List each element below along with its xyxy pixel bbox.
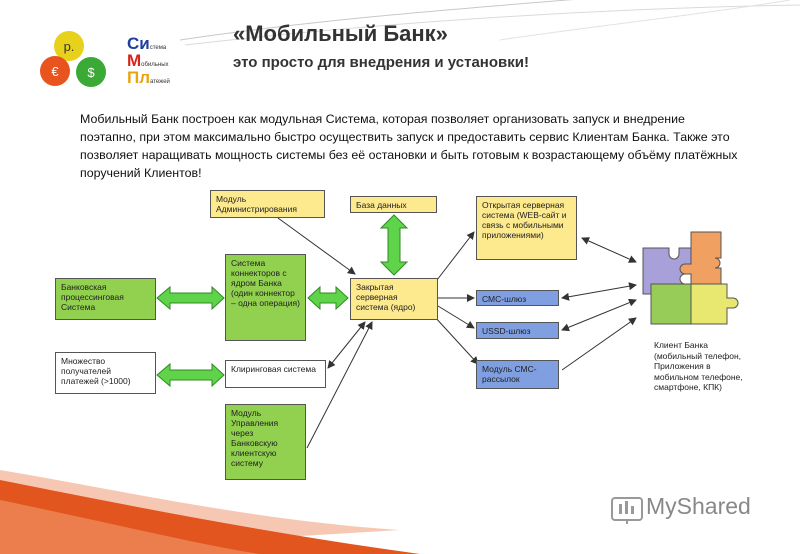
green-arrow-payees-clearing bbox=[156, 362, 225, 388]
brand-big-1: Си bbox=[127, 34, 150, 53]
green-arrow-processing-connectors bbox=[156, 285, 225, 311]
slide-subtitle: это просто для внедрения и установки! bbox=[233, 54, 529, 71]
ruble-symbol: р. bbox=[63, 38, 75, 54]
watermark-text: MyShared bbox=[646, 493, 751, 519]
box-database: База данных bbox=[350, 196, 437, 213]
green-arrow-connectors-core bbox=[307, 285, 349, 311]
box-clearing: Клиринговая система bbox=[225, 360, 326, 388]
slide-title: «Мобильный Банк» bbox=[233, 21, 448, 46]
arrow-open-server-client bbox=[581, 237, 637, 263]
myshared-logo-icon bbox=[611, 497, 643, 524]
arrow-clearing-core bbox=[327, 321, 366, 369]
dollar-symbol: $ bbox=[87, 64, 95, 80]
box-bank-client-module: Модуль Управления через Банковскую клиен… bbox=[225, 404, 306, 480]
bottom-swoosh-mid bbox=[0, 500, 260, 554]
box-connectors: Система коннекторов с ядром Банка (один … bbox=[225, 254, 306, 341]
box-open-server: Открытая серверная система (WEB-сайт и с… bbox=[476, 196, 577, 260]
box-ussd-gateway: USSD-шлюз bbox=[476, 322, 559, 339]
brand-line-1: Система bbox=[127, 35, 166, 53]
green-arrow-db-core bbox=[379, 214, 409, 276]
box-sms-gateway: СМС-шлюз bbox=[476, 290, 559, 306]
box-payees: Множество получателей платежей (>1000) bbox=[55, 352, 156, 394]
box-bank-processing: Банковская процессинговая Система bbox=[55, 278, 156, 320]
box-closed-server: Закрытая серверная система (ядро) bbox=[350, 278, 438, 320]
top-swoosh-line bbox=[179, 0, 574, 41]
puzzle-icon bbox=[642, 231, 739, 325]
logo-circle-dollar: $ bbox=[76, 57, 106, 87]
box-admin-module: Модуль Администрирования bbox=[210, 190, 325, 218]
arrow-admin-to-core bbox=[277, 217, 356, 275]
box-sms-module: Модуль СМС-рассылок bbox=[476, 360, 559, 389]
arrow-core-to-sms-module bbox=[433, 315, 479, 365]
arrow-sms-module-client bbox=[561, 317, 637, 371]
arrow-sms-client bbox=[561, 282, 637, 301]
brand-line-3: Платежей bbox=[127, 69, 170, 87]
intro-paragraph: Мобильный Банк построен как модульная Си… bbox=[80, 112, 738, 180]
brand-small-3: атежей bbox=[150, 79, 170, 85]
arrow-client-module-to-core bbox=[306, 321, 373, 449]
brand-big-3: Пл bbox=[127, 68, 151, 87]
client-label: Клиент Банка (мобильный телефон, Приложе… bbox=[654, 340, 743, 392]
top-swoosh-line-3 bbox=[499, 0, 791, 41]
brand-line-2: Мобильных bbox=[127, 52, 169, 70]
brand-big-2: М bbox=[127, 51, 142, 70]
brand-small-1: стема bbox=[149, 45, 167, 51]
arrow-ussd-client bbox=[561, 298, 637, 332]
brand-small-2: обильных bbox=[141, 62, 169, 68]
arrow-core-to-open-server bbox=[436, 231, 475, 281]
logo-circle-euro: € bbox=[40, 56, 70, 86]
euro-symbol: € bbox=[51, 63, 59, 79]
arrow-core-to-ussd bbox=[437, 305, 475, 329]
top-swoosh-line-2 bbox=[184, 4, 800, 46]
